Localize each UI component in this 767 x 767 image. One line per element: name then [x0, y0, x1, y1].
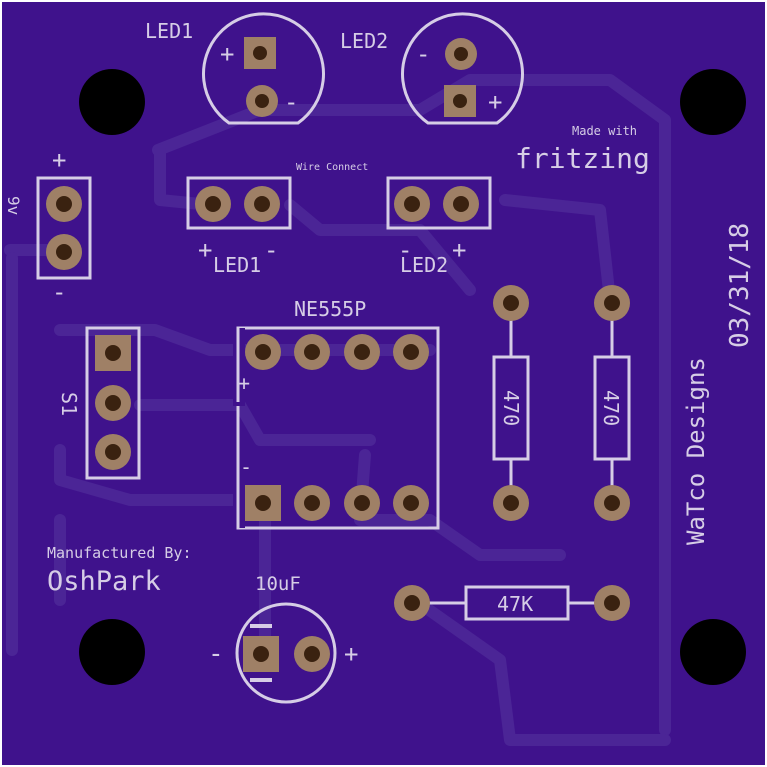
mounting-hole-top-right [680, 69, 746, 135]
cap-minus: - [208, 639, 224, 669]
s1-label: S1 [57, 392, 81, 416]
r1-label: 470 [499, 390, 523, 426]
resistor-r1: 470 [492, 285, 530, 521]
led2-plus: + [488, 88, 502, 116]
mounting-hole-bottom-right [680, 619, 746, 685]
led1-footprint: LED1 + - [145, 12, 325, 125]
led2-bottom-label: LED2 [400, 253, 448, 277]
led2-footprint: LED2 - + [340, 12, 524, 125]
s1-switch-footprint: S1 [57, 326, 141, 480]
led1-minus: - [284, 88, 298, 116]
led1-wire-connector: + - LED1 [186, 176, 292, 277]
resistor-r2: 470 [593, 285, 631, 521]
oshpark-text: OshPark [47, 566, 161, 597]
made-with-text: Made with [572, 124, 637, 138]
r3-label: 47K [497, 592, 533, 616]
company-text: WaTco Designs [682, 357, 710, 545]
battery-connector: + - 9v [4, 146, 92, 306]
led2-wire-connector: - + LED2 [386, 176, 492, 277]
led1-connector-minus: - [264, 236, 278, 264]
mounting-hole-top-left [79, 69, 145, 135]
resistor-r3: 47K [394, 585, 630, 621]
cap-plus: + [344, 640, 358, 668]
ne555-minus: - [240, 455, 252, 479]
led2-connector-plus: + [452, 236, 466, 264]
battery-label: 9v [4, 196, 23, 215]
led2-minus: - [416, 40, 430, 68]
cap-label: 10uF [255, 573, 301, 595]
date-text: 03/31/18 [725, 223, 755, 348]
wire-connect-text: Wire Connect [296, 162, 368, 173]
led2-connector-minus: - [398, 236, 412, 264]
ne555-plus: + [238, 371, 250, 395]
ne555-label: NE555P [294, 297, 366, 321]
led1-connector-plus: + [198, 236, 212, 264]
led1-bottom-label: LED1 [213, 253, 261, 277]
led2-top-label: LED2 [340, 29, 388, 53]
ne555-footprint: NE555P + - [233, 297, 440, 530]
manufactured-by-text: Manufactured By: [47, 544, 192, 562]
led1-plus: + [220, 40, 234, 68]
led1-top-label: LED1 [145, 19, 193, 43]
battery-plus: + [52, 146, 66, 174]
r2-label: 470 [599, 390, 623, 426]
battery-minus: - [52, 278, 66, 306]
fritzing-logo-text: fritzing [515, 142, 650, 175]
capacitor-10uf: 10uF - + [208, 573, 358, 704]
mounting-hole-bottom-left [79, 619, 145, 685]
